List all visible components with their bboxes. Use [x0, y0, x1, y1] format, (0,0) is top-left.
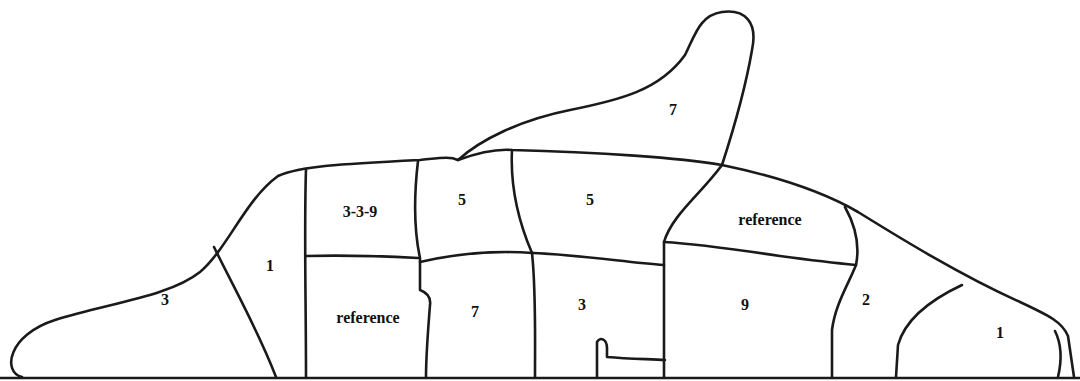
region-label: 5: [458, 192, 466, 208]
region-label: 7: [471, 304, 479, 320]
region-label: 2: [862, 292, 870, 308]
region-label: 3: [578, 297, 586, 313]
region-label: reference: [738, 212, 801, 228]
hump-boundary: [458, 150, 722, 165]
outer-outline: [11, 12, 1074, 377]
region-label: reference: [336, 310, 399, 326]
region-label: 5: [586, 192, 594, 208]
ground-line: [0, 377, 1080, 380]
region-border: [304, 169, 307, 377]
region-border: [533, 253, 664, 265]
region-border: [214, 247, 276, 377]
region-border: [420, 252, 533, 262]
region-label: 1: [996, 325, 1004, 341]
region-border: [664, 242, 856, 265]
region-border: [597, 339, 665, 377]
region-border: [512, 150, 535, 377]
region-border: [832, 207, 857, 377]
region-label: 1: [266, 258, 274, 274]
region-border: [896, 285, 962, 377]
region-label: 9: [741, 297, 749, 313]
region-border: [415, 161, 430, 377]
region-label: 3: [161, 292, 169, 308]
region-label: 3-3-9: [343, 204, 378, 220]
region-border: [306, 256, 418, 258]
region-border: [664, 165, 722, 377]
region-label: 7: [669, 102, 677, 118]
region-border: [1055, 331, 1061, 377]
